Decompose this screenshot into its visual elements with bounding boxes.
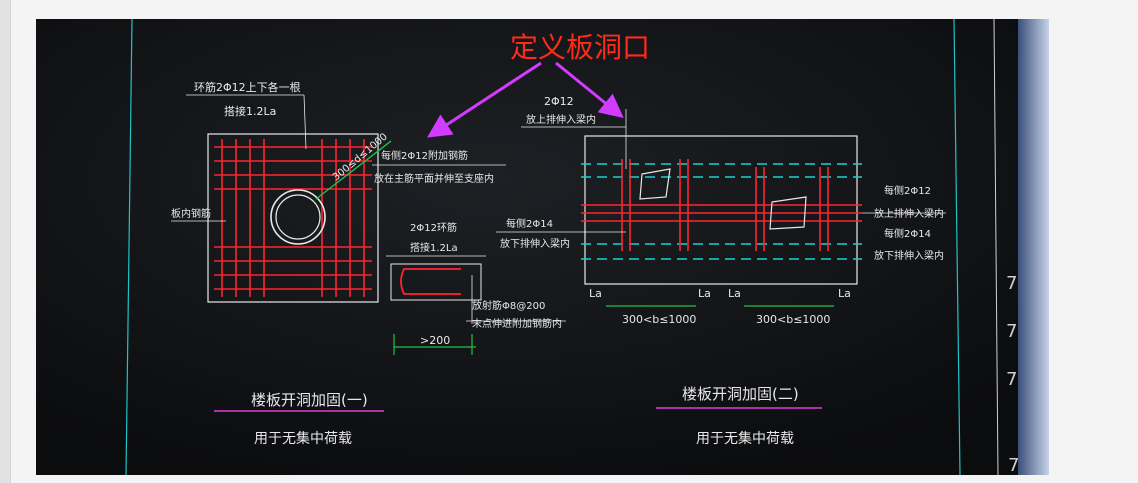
svg-text:搭接1.2La: 搭接1.2La [224, 105, 276, 118]
svg-text:放上排伸入梁内: 放上排伸入梁内 [526, 113, 596, 126]
svg-text:放下排伸入梁内: 放下排伸入梁内 [500, 237, 570, 250]
caption-two: 楼板开洞加固(二) [682, 385, 799, 403]
svg-text:放射筋Φ8@200: 放射筋Φ8@200 [472, 299, 545, 312]
svg-text:La: La [698, 287, 711, 300]
cad-drawing: 定义板洞口 300≤d≤1000 环筋2Φ12上下各一根 [36, 19, 1049, 475]
svg-text:每侧2Φ14: 每侧2Φ14 [506, 217, 553, 230]
drawing-two: 2Φ12 放上排伸入梁内 每侧2Φ14 放下排伸入梁内 每侧2Φ12 放上排伸入… [496, 95, 946, 447]
caption-one: 楼板开洞加固(一) [251, 391, 368, 409]
svg-text:La: La [728, 287, 741, 300]
svg-text:7: 7 [1006, 273, 1017, 294]
monitor-edge [1018, 19, 1049, 475]
svg-text:环筋2Φ12上下各一根: 环筋2Φ12上下各一根 [194, 80, 301, 94]
svg-text:搭接1.2La: 搭接1.2La [410, 241, 458, 254]
svg-text:放在主筋平面并伸至支座内: 放在主筋平面并伸至支座内 [374, 172, 494, 185]
svg-text:7: 7 [1006, 321, 1017, 342]
svg-text:板内钢筋: 板内钢筋 [171, 207, 211, 220]
svg-text:末点伸进附加钢筋内: 末点伸进附加钢筋内 [472, 317, 562, 330]
svg-text:2Φ12: 2Φ12 [544, 95, 574, 108]
svg-text:每侧2Φ14: 每侧2Φ14 [884, 227, 931, 240]
svg-text:2Φ12环筋: 2Φ12环筋 [410, 221, 457, 234]
left-rail [0, 0, 11, 483]
svg-text:La: La [589, 287, 602, 300]
svg-text:放上排伸入梁内: 放上排伸入梁内 [874, 207, 944, 220]
annotation-title: 定义板洞口 [510, 31, 650, 64]
svg-text:>200: >200 [420, 334, 450, 347]
subcaption-one: 用于无集中荷载 [254, 430, 352, 447]
svg-text:300<b≤1000: 300<b≤1000 [622, 313, 696, 326]
svg-text:7: 7 [1008, 455, 1019, 475]
cad-photo: 定义板洞口 300≤d≤1000 环筋2Φ12上下各一根 [36, 19, 1049, 475]
annotation-arrow-left [426, 61, 542, 138]
svg-text:每侧2Φ12附加钢筋: 每侧2Φ12附加钢筋 [381, 149, 468, 162]
svg-text:每侧2Φ12: 每侧2Φ12 [884, 184, 931, 197]
annotation-arrow-right [555, 61, 624, 119]
svg-text:放下排伸入梁内: 放下排伸入梁内 [874, 249, 944, 262]
svg-text:La: La [838, 287, 851, 300]
svg-text:300<b≤1000: 300<b≤1000 [756, 313, 830, 326]
svg-text:7: 7 [1006, 369, 1017, 390]
subcaption-two: 用于无集中荷载 [696, 430, 794, 447]
